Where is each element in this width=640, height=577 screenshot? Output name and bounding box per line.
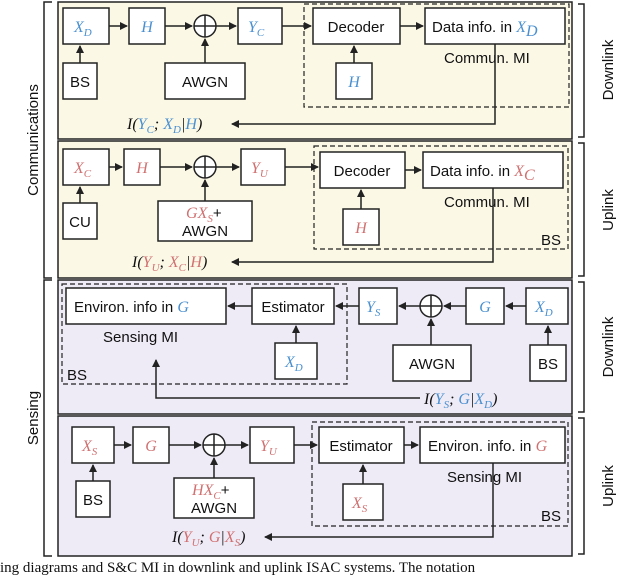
formula-sens-dl: I(YS; G|XD) <box>423 391 497 411</box>
svg-text:XS: XS <box>351 495 368 515</box>
svg-text:BS: BS <box>541 508 561 525</box>
formula-comm-dl: I(YC; XD|H) <box>126 116 202 136</box>
svg-text:YC: YC <box>248 19 265 39</box>
svg-text:XC: XC <box>73 160 92 180</box>
caption: ing diagrams and S&C MI in downlink and … <box>0 560 476 576</box>
sens-downlink: Environ. info in G Estimator Sensing MI … <box>61 283 569 411</box>
svg-text:YS: YS <box>366 299 381 319</box>
svg-text:YU: YU <box>251 160 269 180</box>
svg-text:Decoder: Decoder <box>328 19 385 36</box>
svg-text:BS: BS <box>67 367 87 384</box>
svg-text:H: H <box>354 220 368 237</box>
svg-text:AWGN: AWGN <box>182 74 228 91</box>
svg-text:Environ. info. in G: Environ. info. in G <box>428 438 548 455</box>
svg-text:Data info. in XC: Data info. in XC <box>430 163 535 184</box>
comm-uplink: XC H YU Decoder Data info. in XC CU GXS+… <box>62 145 569 274</box>
svg-text:XD: XD <box>73 19 92 39</box>
svg-text:BS: BS <box>70 74 90 91</box>
sens-uplink: XS G YU Estimator Environ. info. in G BS… <box>71 421 569 549</box>
svg-text:G: G <box>145 438 157 455</box>
svg-text:Commun. MI: Commun. MI <box>444 194 530 211</box>
comm-downlink: XD H YC Decoder Data info. in XD BS AWGN… <box>62 3 570 136</box>
svg-text:AWGN: AWGN <box>191 500 237 517</box>
svg-text:BS: BS <box>541 232 561 249</box>
svg-text:Estimator: Estimator <box>261 299 324 316</box>
svg-text:XD: XD <box>284 354 303 374</box>
svg-text:AWGN: AWGN <box>182 223 228 240</box>
svg-text:CU: CU <box>69 214 91 231</box>
svg-text:BS: BS <box>538 356 558 373</box>
svg-text:H: H <box>347 74 361 91</box>
svg-text:Data info. in XD: Data info. in XD <box>432 19 538 40</box>
svg-text:AWGN: AWGN <box>409 356 455 373</box>
svg-text:Environ. info in G: Environ. info in G <box>74 299 189 316</box>
svg-text:H: H <box>140 19 154 36</box>
svg-text:Commun. MI: Commun. MI <box>444 50 530 67</box>
formula-comm-ul: I(YU; XC|H) <box>131 254 207 274</box>
svg-text:GXS+: GXS+ <box>186 205 222 225</box>
downlink-label-2: Downlink <box>600 316 617 377</box>
formula-sens-ul: I(YU; G|XS) <box>171 529 245 549</box>
communications-label: Communications <box>25 84 42 196</box>
svg-text:XD: XD <box>534 299 553 319</box>
svg-text:Estimator: Estimator <box>329 438 392 455</box>
downlink-label-1: Downlink <box>600 39 617 100</box>
svg-text:Decoder: Decoder <box>334 163 391 180</box>
svg-text:H: H <box>135 160 149 177</box>
svg-text:Sensing MI: Sensing MI <box>447 469 522 486</box>
uplink-label-1: Uplink <box>600 189 617 231</box>
svg-text:G: G <box>479 299 491 316</box>
svg-text:BS: BS <box>83 492 103 509</box>
uplink-label-2: Uplink <box>600 465 617 507</box>
sensing-label: Sensing <box>25 391 42 445</box>
svg-text:Sensing MI: Sensing MI <box>103 329 178 346</box>
svg-text:HXC+: HXC+ <box>191 482 230 502</box>
svg-text:YU: YU <box>260 438 278 458</box>
svg-text:XS: XS <box>81 438 98 458</box>
